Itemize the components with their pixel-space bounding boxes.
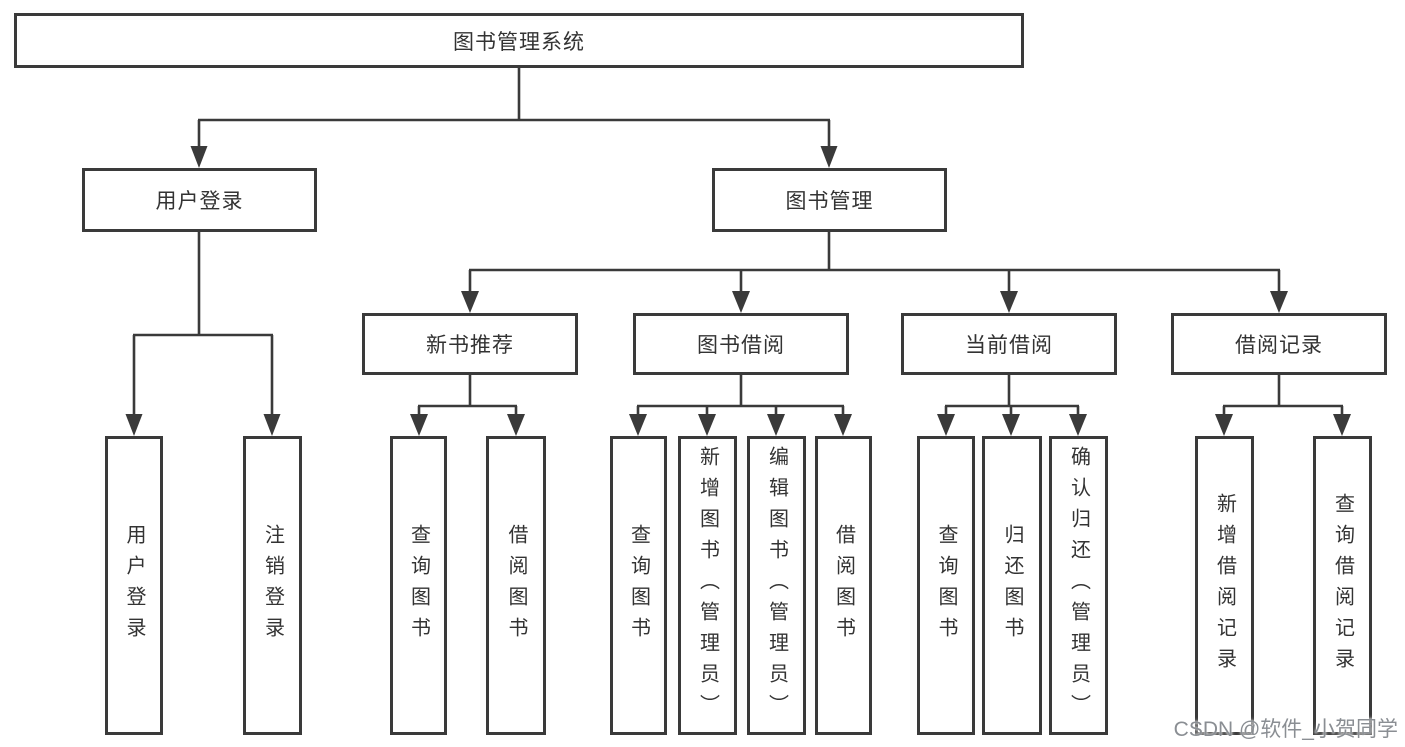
- leaf-query-books-borrowing-label: 查询图书: [627, 523, 650, 648]
- leaf-confirm-return-admin-label: 确认归还（管理员）: [1067, 446, 1090, 725]
- node-user-login: 用户登录: [82, 168, 317, 232]
- leaf-return-book-label: 归还图书: [1001, 523, 1023, 648]
- leaf-edit-book-admin-label: 编辑图书（管理员）: [765, 446, 788, 725]
- node-book-borrowing-label: 图书借阅: [697, 334, 785, 357]
- connector-root-to-level2: [190, 68, 838, 168]
- node-new-book-recommend-label: 新书推荐: [426, 334, 514, 357]
- connector-borrowing-records-to-leaves: [1215, 375, 1351, 436]
- connector-current-borrowing-to-leaves: [937, 375, 1087, 436]
- leaf-user-login-label: 用户登录: [123, 523, 145, 648]
- leaf-query-books-current-label: 查询图书: [935, 523, 957, 648]
- leaf-query-books-recommend: 查询图书: [390, 436, 447, 735]
- leaf-query-books-current: 查询图书: [917, 436, 975, 735]
- node-book-management: 图书管理: [712, 168, 947, 232]
- leaf-add-borrow-record: 新增借阅记录: [1195, 436, 1254, 735]
- leaf-query-borrow-record: 查询借阅记录: [1313, 436, 1372, 735]
- connector-new-book-recommend-to-leaves: [410, 375, 525, 436]
- leaf-borrow-books-borrowing-label: 借阅图书: [832, 523, 855, 648]
- leaf-add-book-admin: 新增图书（管理员）: [678, 436, 737, 735]
- leaf-confirm-return-admin: 确认归还（管理员）: [1049, 436, 1108, 735]
- leaf-add-borrow-record-label: 新增借阅记录: [1213, 492, 1236, 679]
- connector-user-login-to-leaves: [125, 232, 281, 436]
- node-root-label: 图书管理系统: [453, 30, 585, 54]
- leaf-query-borrow-record-label: 查询借阅记录: [1331, 492, 1354, 679]
- leaf-query-books-recommend-label: 查询图书: [407, 523, 430, 648]
- node-root: 图书管理系统: [14, 13, 1024, 68]
- node-borrowing-records-label: 借阅记录: [1235, 334, 1323, 357]
- leaf-borrow-books-borrowing: 借阅图书: [815, 436, 872, 735]
- leaf-borrow-books-recommend-label: 借阅图书: [505, 523, 527, 648]
- node-user-login-label: 用户登录: [155, 190, 244, 213]
- node-book-management-label: 图书管理: [785, 190, 874, 213]
- node-borrowing-records: 借阅记录: [1171, 313, 1387, 375]
- connector-book-borrowing-to-leaves: [629, 375, 852, 436]
- leaf-query-books-borrowing: 查询图书: [610, 436, 667, 735]
- node-new-book-recommend: 新书推荐: [362, 313, 578, 375]
- node-current-borrowing: 当前借阅: [901, 313, 1117, 375]
- leaf-logout: 注销登录: [243, 436, 302, 735]
- node-current-borrowing-label: 当前借阅: [965, 334, 1053, 357]
- leaf-edit-book-admin: 编辑图书（管理员）: [747, 436, 806, 735]
- leaf-return-book: 归还图书: [982, 436, 1042, 735]
- leaf-user-login: 用户登录: [105, 436, 163, 735]
- connector-book-management-to-level3: [461, 232, 1288, 313]
- leaf-add-book-admin-label: 新增图书（管理员）: [696, 446, 719, 725]
- leaf-logout-label: 注销登录: [261, 523, 284, 648]
- node-book-borrowing: 图书借阅: [633, 313, 849, 375]
- csdn-watermark: CSDN @软件_小贺同学: [1173, 718, 1398, 741]
- leaf-borrow-books-recommend: 借阅图书: [486, 436, 546, 735]
